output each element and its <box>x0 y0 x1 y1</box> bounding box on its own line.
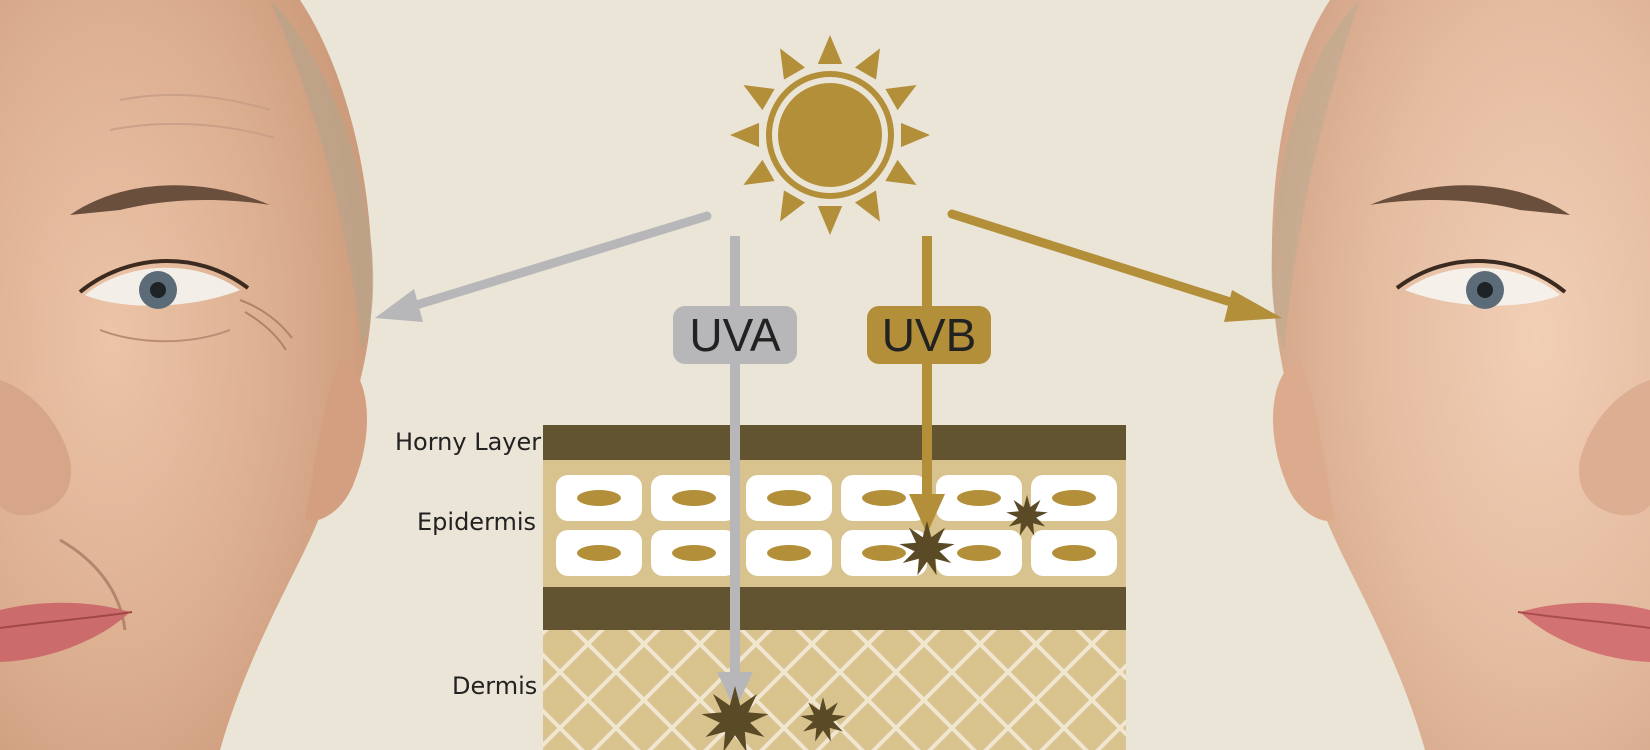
sun-core <box>778 83 882 187</box>
sun-ray <box>854 190 880 222</box>
damage-starburst-icon <box>899 521 955 576</box>
face-right-young <box>1271 0 1650 750</box>
cell-nucleus <box>957 490 1001 506</box>
sun-ray <box>817 205 843 235</box>
cell-nucleus <box>767 490 811 506</box>
dermis-layer <box>543 630 1126 750</box>
arrow-to-aged-face <box>375 211 712 322</box>
damage-markers <box>701 495 1048 750</box>
sun-ray <box>780 190 806 222</box>
sun-ray <box>780 48 806 80</box>
sun-ray <box>730 122 760 148</box>
uva-label-badge: UVA <box>673 306 797 364</box>
cell-nucleus <box>672 545 716 561</box>
epidermis-cells <box>556 475 1117 576</box>
horny-layer-label: Horny Layer <box>395 428 542 456</box>
cell-nucleus <box>1052 545 1096 561</box>
sun-ray <box>885 85 917 111</box>
cell-nucleus <box>577 545 621 561</box>
cell-nucleus <box>1052 490 1096 506</box>
damage-starburst-icon <box>800 697 846 742</box>
sun-ray <box>743 159 775 185</box>
damage-starburst-icon <box>1006 495 1048 536</box>
dermis-label: Dermis <box>452 672 538 700</box>
sun-ray <box>817 35 843 65</box>
sun-ray <box>743 85 775 111</box>
cell-nucleus <box>767 545 811 561</box>
sun-ray <box>885 159 917 185</box>
basal-layer-band <box>543 587 1126 630</box>
uvb-label-badge: UVB <box>867 306 991 364</box>
uvb-ray-arrow <box>909 236 945 534</box>
cell-nucleus <box>862 545 906 561</box>
sun-ray <box>854 48 880 80</box>
damage-starburst-icon <box>701 686 769 750</box>
cell-nucleus <box>577 490 621 506</box>
cell-nucleus <box>957 545 1001 561</box>
cell-nucleus <box>862 490 906 506</box>
epidermis-label: Epidermis <box>417 508 537 536</box>
face-left-aged <box>0 0 374 750</box>
cell-nucleus <box>672 490 716 506</box>
arrow-to-young-face <box>947 209 1282 322</box>
sun-icon <box>730 35 930 235</box>
skin-layers <box>543 425 1126 750</box>
sun-ray <box>900 122 930 148</box>
horny-layer-band <box>543 425 1126 460</box>
